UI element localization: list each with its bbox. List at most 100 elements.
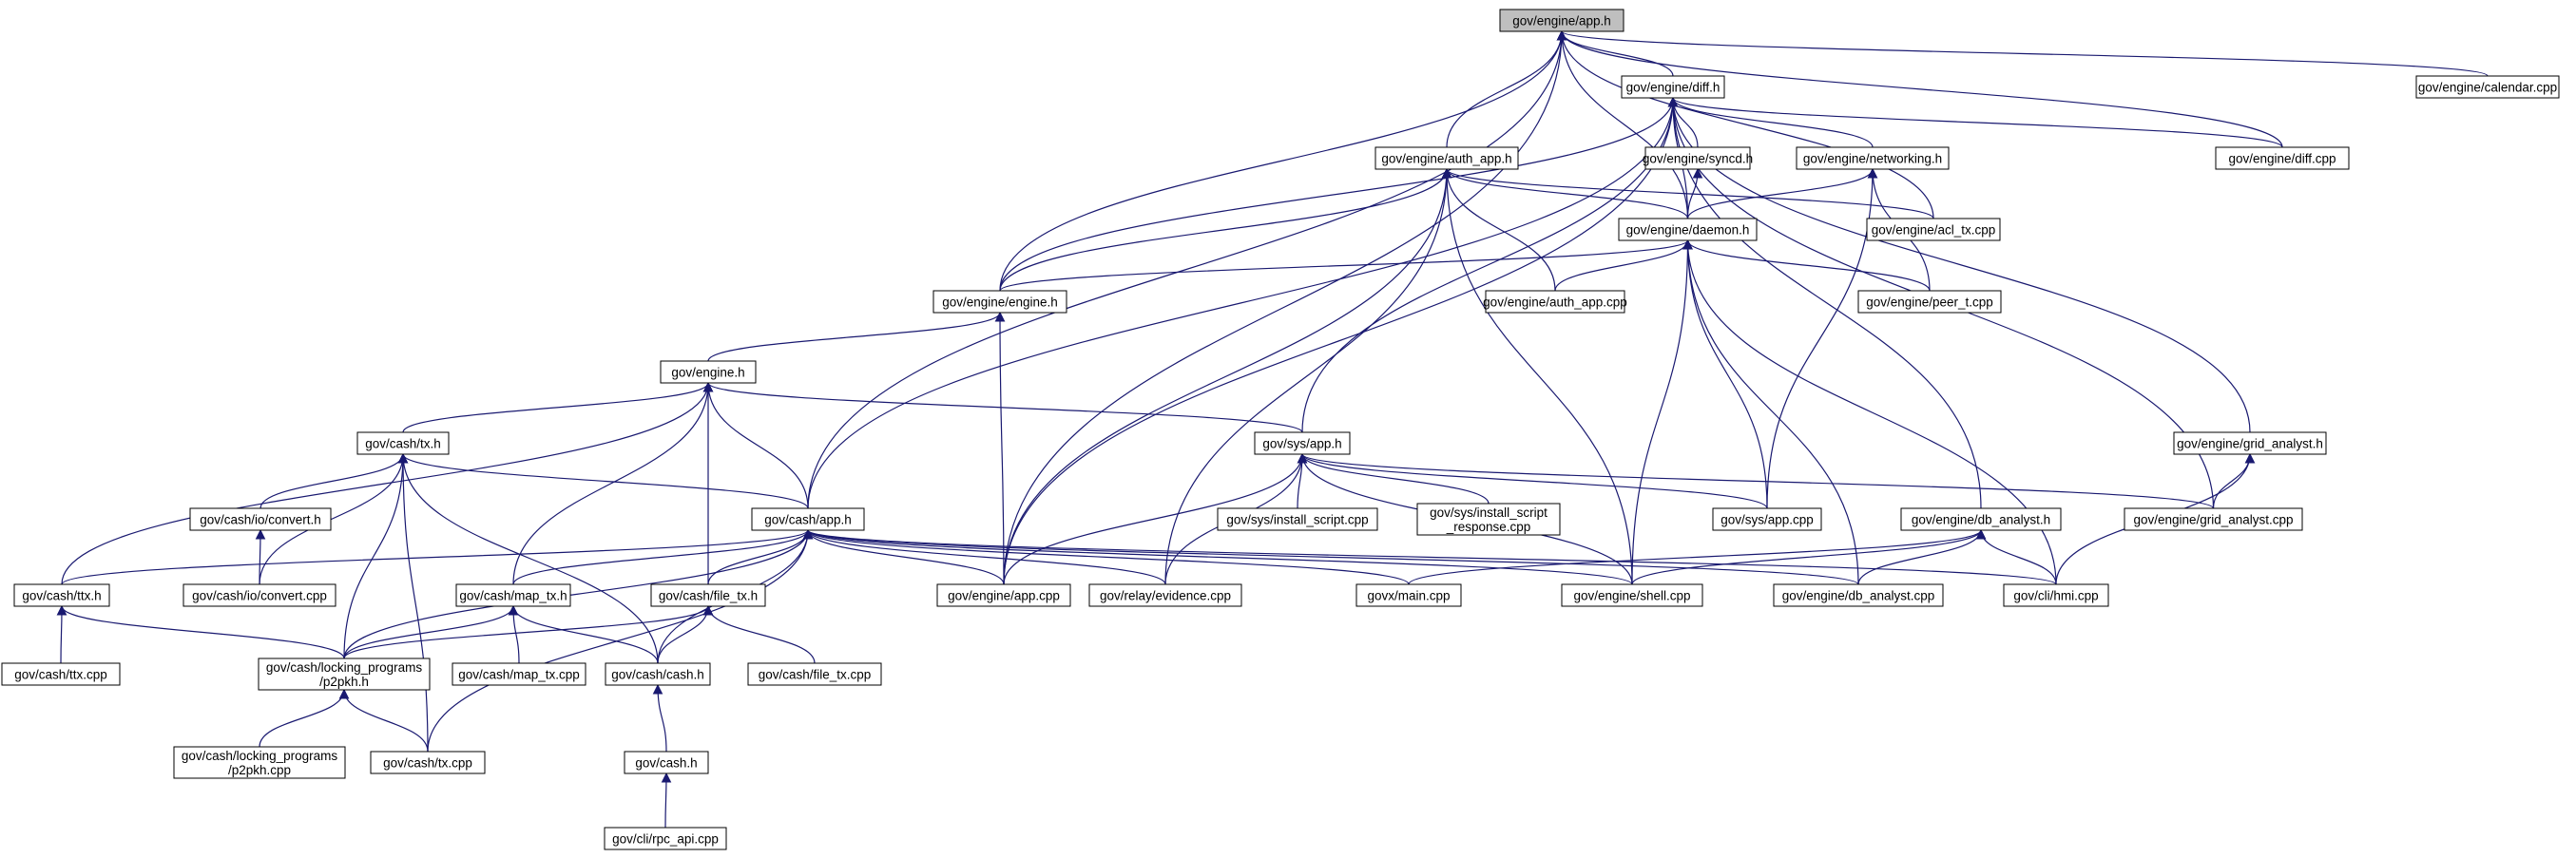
node-calendar-cpp[interactable]: gov/engine/calendar.cpp xyxy=(2415,75,2560,99)
node-label: /p2pkh.h xyxy=(319,675,369,689)
edge-io_convert_h-to-cash_tx_h xyxy=(260,452,409,509)
node-label: gov/sys/install_script xyxy=(1430,505,1548,520)
edge-ttx_h-to-cash_app_h xyxy=(61,528,814,585)
node-label: gov/engine/daemon.h xyxy=(1626,223,1750,238)
node-label: gov/engine/calendar.cpp xyxy=(2418,81,2557,95)
edge-p2pkh_cpp-to-p2pkh_h xyxy=(259,688,350,748)
node-syncd-h[interactable]: gov/engine/syncd.h xyxy=(1643,146,1753,170)
node-grid-analyst-cpp[interactable]: gov/engine/grid_analyst.cpp xyxy=(2124,507,2303,531)
node-label: gov/engine.h xyxy=(671,366,744,380)
node-sys-app-cpp[interactable]: gov/sys/app.cpp xyxy=(1712,507,1822,531)
node-file-tx-h[interactable]: gov/cash/file_tx.h xyxy=(650,583,766,607)
node-daemon-h[interactable]: gov/engine/daemon.h xyxy=(1618,218,1758,241)
node-grid-analyst-h[interactable]: gov/engine/grid_analyst.h xyxy=(2173,431,2327,455)
node-map-tx-cpp[interactable]: gov/cash/map_tx.cpp xyxy=(452,662,586,686)
node-app-h[interactable]: gov/engine/app.h xyxy=(1499,9,1624,32)
node-box xyxy=(1,662,121,686)
node-networking-h[interactable]: gov/engine/networking.h xyxy=(1796,146,1950,170)
node-label: _response.cpp xyxy=(1446,520,1531,534)
node-box xyxy=(747,662,882,686)
node-label: gov/engine/diff.cpp xyxy=(2228,152,2336,166)
node-label: gov/cash/locking_programs xyxy=(182,749,338,763)
node-install-script-cpp[interactable]: gov/sys/install_script.cpp xyxy=(1217,507,1378,531)
node-cash-tx-h[interactable]: gov/cash/tx.h xyxy=(356,431,450,455)
node-auth-app-h[interactable]: gov/engine/auth_app.h xyxy=(1375,146,1519,170)
node-engine-engine-h[interactable]: gov/engine/engine.h xyxy=(932,290,1067,314)
node-label: gov/sys/install_script.cpp xyxy=(1226,513,1368,527)
node-cash-app-h[interactable]: gov/cash/app.h xyxy=(751,507,865,531)
node-box xyxy=(751,507,865,531)
edge-db_analyst_cpp-to-cash_app_h xyxy=(802,528,1859,585)
edge-daemon_h-to-app_h xyxy=(1556,29,1689,219)
node-box xyxy=(2215,146,2350,170)
node-map-tx-h[interactable]: gov/cash/map_tx.h xyxy=(455,583,571,607)
node-label: gov/engine/engine.h xyxy=(942,296,1058,310)
node-label: gov/cash/file_tx.cpp xyxy=(759,668,872,682)
node-label: gov/cash/io/convert.cpp xyxy=(192,589,327,603)
edge-engine_engine_h-to-diff_h xyxy=(999,96,1679,292)
edge-auth_app_cpp-to-daemon_h xyxy=(1554,238,1693,292)
edge-engine_engine_h-to-app_h xyxy=(999,29,1567,292)
node-box xyxy=(604,827,727,850)
node-box xyxy=(1621,75,1725,99)
node-hmi-cpp[interactable]: gov/cli/hmi.cpp xyxy=(2003,583,2109,607)
node-box xyxy=(1485,290,1625,314)
node-box xyxy=(1088,583,1242,607)
edge-cash_tx_h-to-engine_h xyxy=(402,381,714,433)
node-box xyxy=(1900,507,2062,531)
node-cash-cash-h[interactable]: gov/cash/cash.h xyxy=(605,662,711,686)
edge-map_tx_h-to-engine_h xyxy=(512,381,714,585)
edge-peer_t_cpp-to-daemon_h xyxy=(1682,238,1931,292)
node-p2pkh-h[interactable]: gov/cash/locking_programs/p2pkh.h xyxy=(258,658,431,691)
node-peer-t-cpp[interactable]: gov/engine/peer_t.cpp xyxy=(1857,290,2002,314)
node-box xyxy=(624,751,709,774)
node-file-tx-cpp[interactable]: gov/cash/file_tx.cpp xyxy=(747,662,882,686)
node-io-convert-h[interactable]: gov/cash/io/convert.h xyxy=(189,507,332,531)
node-box xyxy=(1712,507,1822,531)
node-io-convert-cpp[interactable]: gov/cash/io/convert.cpp xyxy=(183,583,336,607)
node-label: gov/cli/rpc_api.cpp xyxy=(612,832,719,847)
node-ttx-cpp[interactable]: gov/cash/ttx.cpp xyxy=(1,662,121,686)
node-rpc-api-cpp[interactable]: gov/cli/rpc_api.cpp xyxy=(604,827,727,850)
edge-engine_app_cpp-to-auth_app_h xyxy=(1003,167,1452,585)
node-auth-app-cpp[interactable]: gov/engine/auth_app.cpp xyxy=(1483,290,1627,314)
node-diff-cpp[interactable]: gov/engine/diff.cpp xyxy=(2215,146,2350,170)
node-label: gov/engine/db_analyst.cpp xyxy=(1782,589,1935,603)
edge-diff_h-to-app_h xyxy=(1556,29,1674,77)
edge-networking_h-to-diff_h xyxy=(1667,96,1874,148)
edge-engine_engine_h-to-auth_app_h xyxy=(999,167,1452,292)
node-install-script-response-cpp[interactable]: gov/sys/install_script_response.cpp xyxy=(1416,503,1561,536)
edge-hmi_cpp-to-db_analyst_h xyxy=(1975,528,2057,585)
node-label: gov/cash.h xyxy=(635,756,697,771)
node-p2pkh-cpp[interactable]: gov/cash/locking_programs/p2pkh.cpp xyxy=(173,746,346,779)
node-box xyxy=(1773,583,1944,607)
edge-sys_app_h-to-engine_h xyxy=(702,381,1303,433)
node-shell-cpp[interactable]: gov/engine/shell.cpp xyxy=(1561,583,1703,607)
node-db-analyst-cpp[interactable]: gov/engine/db_analyst.cpp xyxy=(1773,583,1944,607)
node-acl-tx-cpp[interactable]: gov/engine/acl_tx.cpp xyxy=(1866,218,2001,241)
node-evidence-cpp[interactable]: gov/relay/evidence.cpp xyxy=(1088,583,1242,607)
edge-engine_app_cpp-to-app_h xyxy=(1003,29,1567,585)
node-sys-app-h[interactable]: gov/sys/app.h xyxy=(1254,431,1351,455)
edge-acl_tx_cpp-to-app_h xyxy=(1556,29,1934,219)
node-db-analyst-h[interactable]: gov/engine/db_analyst.h xyxy=(1900,507,2062,531)
node-ttx-h[interactable]: gov/cash/ttx.h xyxy=(13,583,110,607)
edge-cash_app_h-to-diff_h xyxy=(807,96,1679,509)
edge-cash_tx_cpp-to-cash_app_h xyxy=(427,528,814,753)
node-gov-cash-h[interactable]: gov/cash.h xyxy=(624,751,709,774)
edge-cash_cash_h-to-cash_tx_h xyxy=(397,452,659,664)
node-label: gov/cash/app.h xyxy=(764,513,852,527)
node-label: gov/cash/cash.h xyxy=(611,668,704,682)
node-engine-h[interactable]: gov/engine.h xyxy=(660,360,757,384)
edge-engine_h-to-engine_engine_h xyxy=(707,311,1006,362)
edge-cash_tx_cpp-to-cash_tx_h xyxy=(397,452,429,753)
node-diff-h[interactable]: gov/engine/diff.h xyxy=(1621,75,1725,99)
edge-ttx_h-to-engine_h xyxy=(61,381,714,585)
node-engine-app-cpp[interactable]: gov/engine/app.cpp xyxy=(936,583,1071,607)
node-box xyxy=(1644,146,1751,170)
edge-map_tx_h-to-cash_app_h xyxy=(512,528,814,585)
node-govx-main-cpp[interactable]: govx/main.cpp xyxy=(1355,583,1462,607)
node-label: gov/engine/networking.h xyxy=(1803,152,1942,166)
node-cash-tx-cpp[interactable]: gov/cash/tx.cpp xyxy=(370,751,486,774)
node-label: gov/engine/db_analyst.h xyxy=(1912,513,2050,527)
